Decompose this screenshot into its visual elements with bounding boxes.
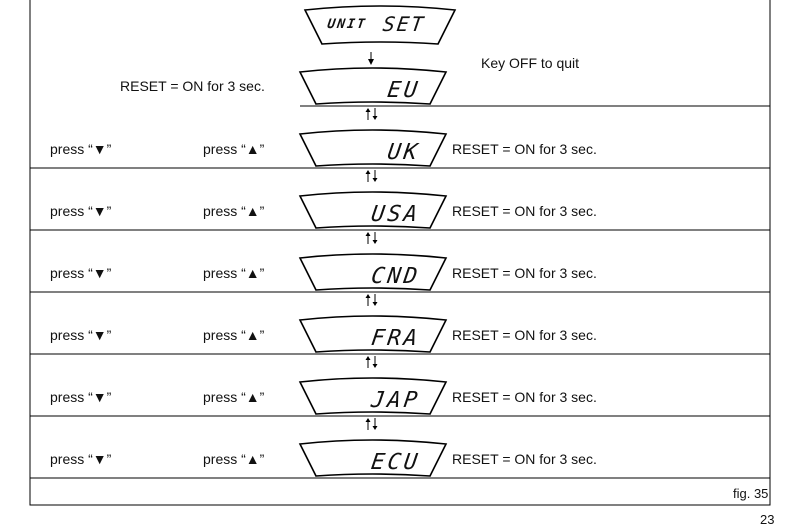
display-code-uk: UK bbox=[385, 140, 422, 165]
press-down-text: press “▼” bbox=[50, 389, 112, 405]
display-frame-unit-set bbox=[303, 5, 457, 45]
display-code-cnd: CND bbox=[369, 264, 422, 289]
display-code-ecu: ECU bbox=[369, 450, 422, 475]
arrow-down-icon bbox=[372, 356, 378, 368]
press-up-text: press “▲” bbox=[203, 327, 265, 343]
top-reset-text: RESET = ON for 3 sec. bbox=[120, 78, 265, 94]
press-up-text: press “▲” bbox=[203, 389, 265, 405]
arrow-up-icon bbox=[365, 356, 371, 368]
figure-caption: fig. 35 bbox=[733, 486, 769, 501]
arrow-up-icon bbox=[365, 232, 371, 244]
display-code-fra: FRA bbox=[369, 326, 422, 351]
display-label-set: SET bbox=[381, 12, 427, 36]
press-up-text: press “▲” bbox=[203, 203, 265, 219]
display-frame-fra bbox=[298, 315, 448, 353]
arrow-up-icon bbox=[365, 418, 371, 430]
display-code-eu: EU bbox=[385, 78, 422, 103]
quit-instruction: Key OFF to quit bbox=[481, 55, 580, 71]
reset-text: RESET = ON for 3 sec. bbox=[452, 451, 597, 467]
display-frame-ecu bbox=[298, 439, 448, 477]
arrow-down-icon bbox=[372, 170, 378, 182]
display-frame-cnd bbox=[298, 253, 448, 291]
reset-text: RESET = ON for 3 sec. bbox=[452, 389, 597, 405]
press-down-text: press “▼” bbox=[50, 203, 112, 219]
press-up-text: press “▲” bbox=[203, 451, 265, 467]
arrow-up-icon bbox=[365, 108, 371, 120]
arrow-up-icon bbox=[365, 170, 371, 182]
arrow-down-icon bbox=[372, 418, 378, 430]
arrow-down-icon bbox=[372, 232, 378, 244]
press-down-text: press “▼” bbox=[50, 451, 112, 467]
press-down-text: press “▼” bbox=[50, 327, 112, 343]
display-code-usa: USA bbox=[369, 202, 422, 227]
press-down-text: press “▼” bbox=[50, 141, 112, 157]
display-frame-eu bbox=[298, 67, 448, 105]
press-down-text: press “▼” bbox=[50, 265, 112, 281]
reset-text: RESET = ON for 3 sec. bbox=[452, 327, 597, 343]
press-up-text: press “▲” bbox=[203, 265, 265, 281]
press-up-text: press “▲” bbox=[203, 141, 265, 157]
reset-text: RESET = ON for 3 sec. bbox=[452, 203, 597, 219]
arrow-down-icon bbox=[372, 108, 378, 120]
display-label-unit: UNIT bbox=[326, 17, 368, 32]
arrow-up-icon bbox=[365, 294, 371, 306]
display-frame-usa bbox=[298, 191, 448, 229]
display-frame-jap bbox=[298, 377, 448, 415]
display-frame-uk bbox=[298, 129, 448, 167]
page-number: 23 bbox=[760, 512, 775, 527]
display-code-jap: JAP bbox=[369, 388, 422, 413]
arrow-down-icon bbox=[372, 294, 378, 306]
reset-text: RESET = ON for 3 sec. bbox=[452, 265, 597, 281]
reset-text: RESET = ON for 3 sec. bbox=[452, 141, 597, 157]
